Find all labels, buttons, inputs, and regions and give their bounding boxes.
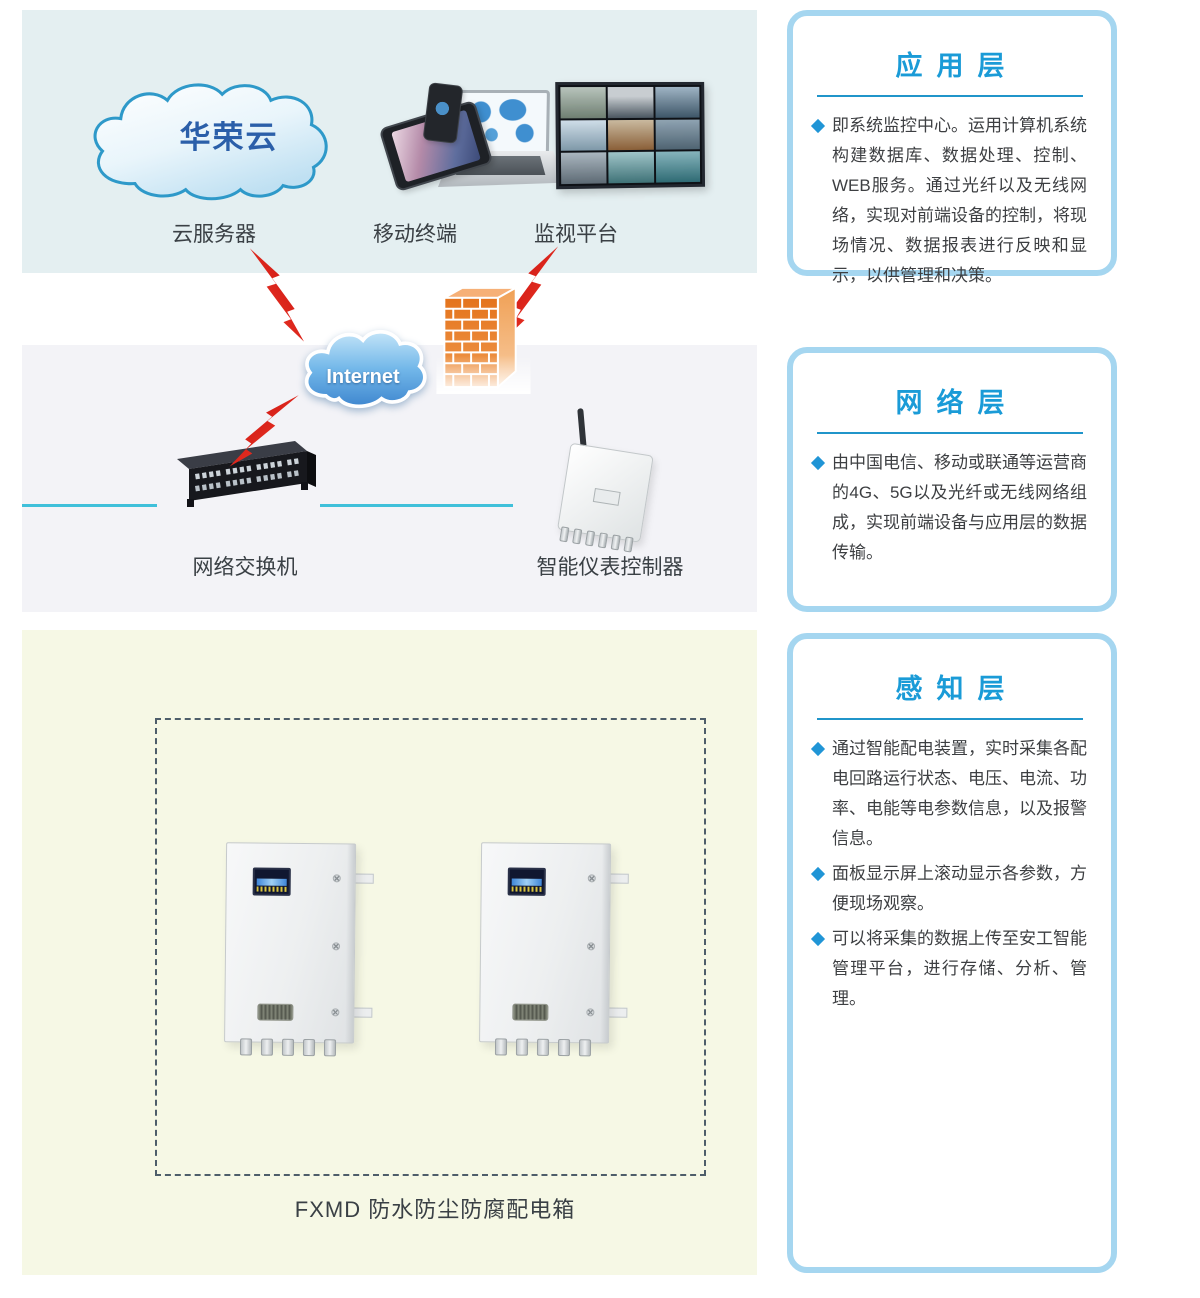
screw-icon [586,1008,594,1016]
distribution-box-icon [224,842,381,1062]
box-body [479,842,611,1043]
monitor-cell [656,152,701,183]
screw-icon [588,874,596,882]
perception-panel: FXMD 防水防尘防腐配电箱 [22,630,757,1275]
monitor-wall-icon [555,82,705,189]
bullet-item: 由中国电信、移动或联通等运营商的4G、5G以及光纤或无线网络组成，实现前端设备与… [813,448,1087,568]
monitor-cell [655,87,700,118]
box-display [508,867,546,895]
phone-screen [428,90,457,137]
bullet-text: 由中国电信、移动或联通等运营商的4G、5G以及光纤或无线网络组成，实现前端设备与… [832,448,1087,568]
network-layer-card: 网络层 由中国电信、移动或联通等运营商的4G、5G以及光纤或无线网络组成，实现前… [787,347,1117,612]
monitor-platform-label: 监视平台 [534,218,618,248]
huarong-cloud: 华荣云 [80,74,338,216]
diamond-bullet-icon [811,742,825,756]
mounting-tab [607,1008,627,1018]
bullet-text: 可以将采集的数据上传至安工智能管理平台，进行存储、分析、管理。 [832,924,1087,1014]
diamond-bullet-icon [811,456,825,470]
monitor-cell [560,87,606,118]
cloud-server-label: 云服务器 [172,218,256,248]
mounting-tab [609,874,629,884]
perception-layer-card: 感知层 通过智能配电装置，实时采集各配电回路运行状态、电压、电流、功率、电能等电… [787,633,1117,1273]
bullet-item: 通过智能配电装置，实时采集各配电回路运行状态、电压、电流、功率、电能等电参数信息… [813,734,1087,854]
monitor-cell [561,120,607,151]
monitor-cell [608,120,653,151]
bullet-item: 可以将采集的数据上传至安工智能管理平台，进行存储、分析、管理。 [813,924,1087,1014]
smart-controller-label: 智能仪表控制器 [537,551,684,581]
box-body [224,842,356,1043]
cable-glands [240,1038,336,1056]
mobile-terminal-label: 移动终端 [373,218,457,248]
phone-icon [423,82,464,144]
screw-icon [331,1008,339,1016]
connector-line [22,504,157,507]
monitor-cell [561,153,607,185]
box-display [253,867,291,895]
screw-icon [587,942,595,950]
diamond-bullet-icon [811,932,825,946]
bullet-item: 面板显示屏上滚动显示各参数，方便现场观察。 [813,859,1087,919]
screw-icon [333,874,341,882]
connector-line [320,504,513,507]
title-divider [817,718,1083,720]
diamond-bullet-icon [811,119,825,133]
application-layer-card: 应用层 即系统监控中心。运用计算机系统构建数据库、数据处理、控制、WEB服务。通… [787,10,1117,276]
mounting-tab [352,1008,372,1018]
monitor-cell [655,119,700,150]
distribution-box-icon [479,842,636,1062]
huarong-cloud-label: 华荣云 [102,112,356,157]
screw-icon [332,942,340,950]
bullet-text: 即系统监控中心。运用计算机系统构建数据库、数据处理、控制、WEB服务。通过光纤以… [832,111,1087,291]
smart-controller-icon [551,422,664,555]
title-divider [817,95,1083,97]
bullet-item: 即系统监控中心。运用计算机系统构建数据库、数据处理、控制、WEB服务。通过光纤以… [813,111,1087,291]
cable-glands [495,1038,591,1056]
monitor-cell [608,87,653,118]
bullet-text: 通过智能配电装置，实时采集各配电回路运行状态、电压、电流、功率、电能等电参数信息… [832,734,1087,854]
network-switch-label: 网络交换机 [193,551,298,581]
card-title: 应用层 [813,44,1087,83]
lightning-bolt-icon [248,248,304,342]
bullet-text: 面板显示屏上滚动显示各参数，方便现场观察。 [832,859,1087,919]
title-divider [817,432,1083,434]
firewall-icon [436,280,531,394]
internet-cloud: Internet [298,320,428,416]
card-title: 网络层 [813,381,1087,420]
internet-label: Internet [298,366,428,389]
application-devices-panel: 华荣云 云服务器 移动终端 监视平台 [22,10,757,273]
diamond-bullet-icon [811,867,825,881]
controller-plate [593,488,621,506]
vent-grille [512,1004,548,1021]
monitor-cell [609,152,654,183]
distribution-box-label: FXMD 防水防尘防腐配电箱 [295,1192,575,1224]
card-title: 感知层 [813,667,1087,706]
mounting-tab [354,874,374,884]
vent-grille [257,1004,293,1021]
